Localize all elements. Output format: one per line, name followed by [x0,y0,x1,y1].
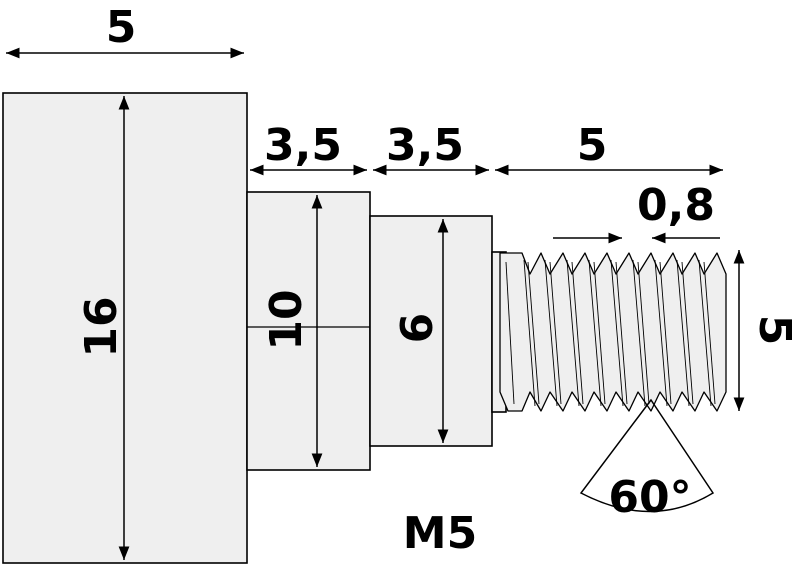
dim-head-length-label: 5 [106,2,137,53]
dim-shoulder-length-label: 3,5 [386,120,464,171]
thread-crest-lines [505,259,716,407]
thread-body [499,252,727,412]
dim-thread-diameter-label: 5 [749,315,800,346]
dim-thread-length-label: 5 [577,120,608,171]
dim-head-diameter-label: 16 [76,296,127,357]
dim-shoulder-diameter-label: 6 [392,313,443,344]
dim-pitch-label: 0,8 [637,180,715,231]
thread-angle-label: 60° [608,472,691,523]
dim-collar-diameter-label: 10 [261,289,312,350]
dim-collar-length-label: 3,5 [264,120,342,171]
thread-angle-sector [579,398,715,513]
thread-designation: M5 [403,508,477,559]
collar-body [246,191,371,471]
shoulder-body [369,215,493,447]
